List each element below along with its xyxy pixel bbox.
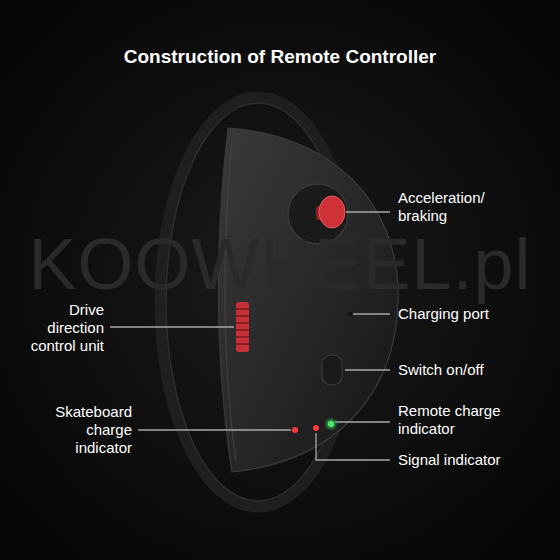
part-label: Drive direction control unit [20,301,104,355]
throttle-knob [319,196,345,228]
direction-wheel [236,302,249,352]
leader-line [345,369,390,370]
part-label: Switch on/off [398,361,484,379]
power-switch [322,355,342,385]
part-label: Charging port [398,305,489,323]
part-label: Signal indicator [398,451,501,469]
leader-line [353,313,390,314]
part-label: Remote charge indicator [398,402,508,438]
diagram-title: Construction of Remote Controller [124,46,436,69]
leader-line [335,421,390,422]
leader-line [110,326,234,327]
skateboard-led [292,427,298,433]
signal-led [313,425,319,431]
wheel-ribs [236,309,249,344]
remote-led [328,421,334,427]
leader-line [138,429,291,430]
led-glow [324,417,338,431]
charging-port [348,312,352,316]
leader-line [316,433,390,460]
watermark: KOOWHEEL.pl [28,225,531,304]
part-label: Acceleration/ braking [398,189,498,225]
part-label: Skateboard charge indicator [48,403,132,457]
leader-line [346,211,390,212]
